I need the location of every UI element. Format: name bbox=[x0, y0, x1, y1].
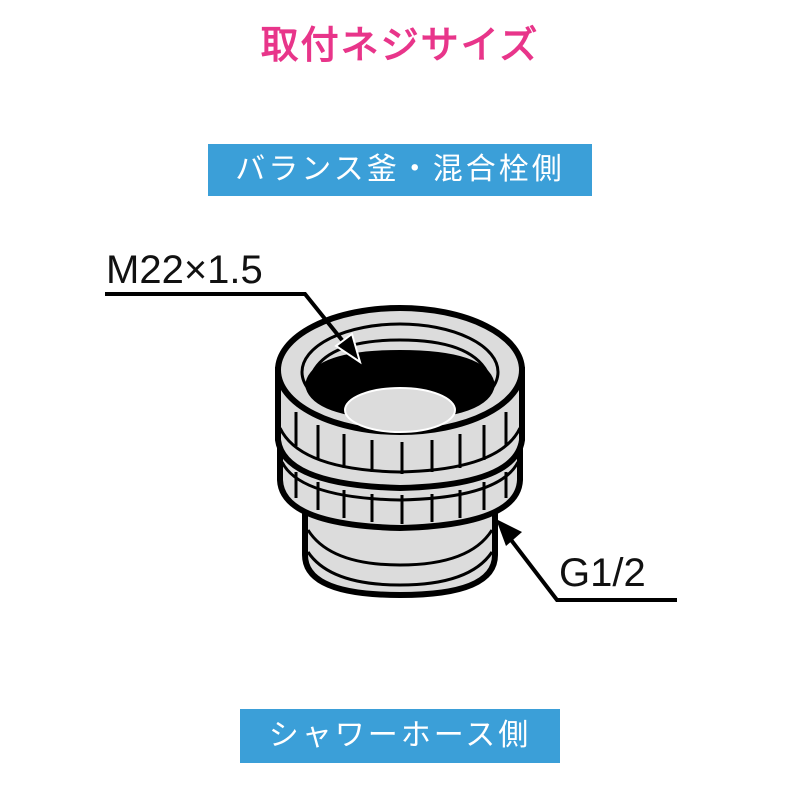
upper-body bbox=[275, 305, 525, 492]
faucet-side-label: バランス釜・混合栓側 bbox=[208, 144, 592, 196]
shower-hose-side-label: シャワーホース側 bbox=[240, 709, 560, 763]
lower-callout-arrow bbox=[496, 519, 677, 602]
page-title: 取付ネジサイズ bbox=[260, 23, 540, 67]
upper-thread-spec: M22×1.5 bbox=[106, 248, 263, 292]
upper-callout-arrow bbox=[105, 292, 362, 365]
lower-thread-spec: G1/2 bbox=[559, 551, 646, 595]
